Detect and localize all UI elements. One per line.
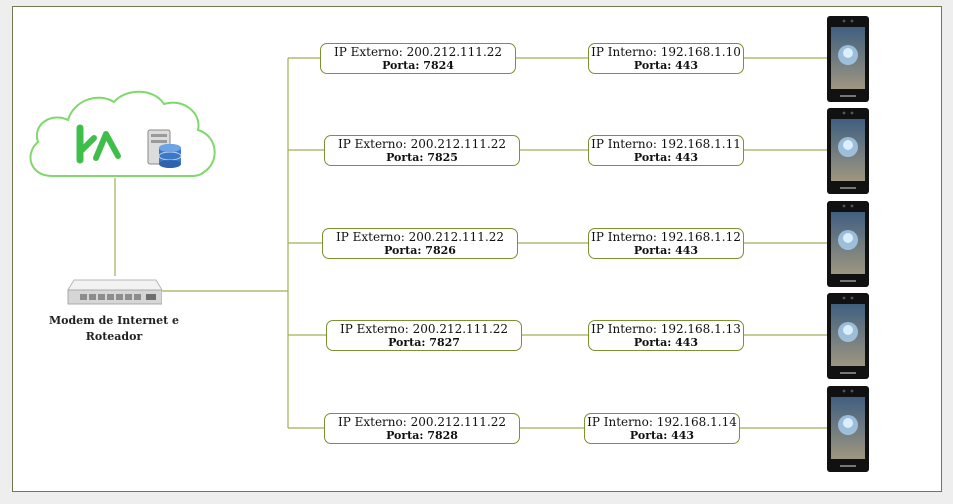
server-database-icon: [147, 129, 182, 168]
face-recognition-terminal-icon: [826, 200, 870, 288]
external-port-label: Porta: 7825: [386, 150, 458, 164]
cloud-icon: [29, 90, 216, 177]
internal-port-label: Porta: 443: [633, 150, 699, 164]
external-port-label: Porta: 7824: [382, 58, 454, 72]
external-ip-label: IP Externo: 200.212.111.22: [337, 136, 507, 151]
internal-ip-label: IP Interno: 192.168.1.14: [587, 414, 737, 429]
face-recognition-terminal-icon: [826, 292, 870, 380]
internal-port-label: Porta: 443: [633, 243, 699, 257]
external-ip-label: IP Externo: 200.212.111.22: [339, 321, 509, 336]
router-icon: [67, 279, 162, 305]
internal-port-label: Porta: 443: [629, 428, 695, 442]
internal-port-label: Porta: 443: [633, 335, 699, 349]
internal-port-label: Porta: 443: [633, 58, 699, 72]
external-port-label: Porta: 7827: [388, 335, 460, 349]
router-label: Modem de Internet e Roteador: [48, 314, 180, 343]
face-recognition-terminal-icon: [826, 15, 870, 103]
external-port-label: Porta: 7826: [384, 243, 456, 257]
logo-icon: [76, 124, 121, 164]
face-recognition-terminal-icon: [826, 385, 870, 473]
external-port-label: Porta: 7828: [386, 428, 458, 442]
face-recognition-terminal-icon: [826, 107, 870, 195]
external-ip-label: IP Externo: 200.212.111.22: [337, 414, 507, 429]
external-ip-label: IP Externo: 200.212.111.22: [335, 229, 505, 244]
internal-ip-label: IP Interno: 192.168.1.10: [591, 44, 741, 59]
internal-ip-label: IP Interno: 192.168.1.12: [591, 229, 741, 244]
internal-ip-label: IP Interno: 192.168.1.11: [591, 136, 741, 151]
internal-ip-label: IP Interno: 192.168.1.13: [591, 321, 741, 336]
external-ip-label: IP Externo: 200.212.111.22: [333, 44, 503, 59]
